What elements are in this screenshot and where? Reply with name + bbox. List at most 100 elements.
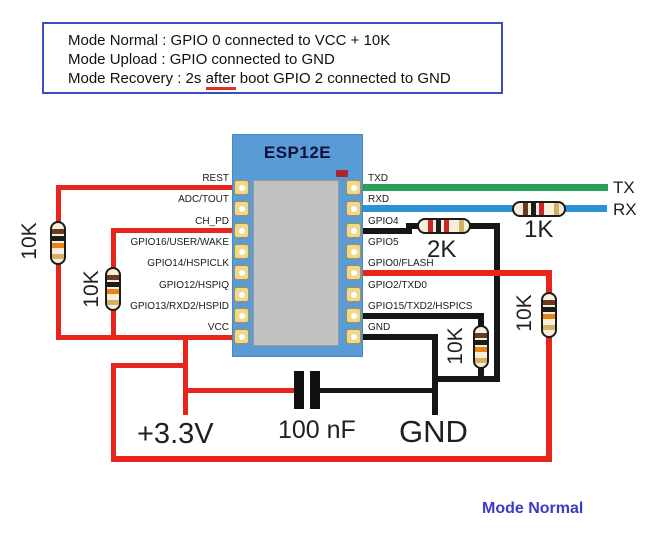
chip-pin <box>346 201 361 216</box>
chip-pin <box>346 244 361 259</box>
resistor-band <box>107 289 119 294</box>
resistor-10k-gpio0 <box>541 292 557 338</box>
wire-chpd <box>111 228 240 233</box>
wire-bottom-rail <box>111 456 552 462</box>
pin-label-rest: REST <box>202 173 229 184</box>
capacitor-plate-right <box>310 371 320 409</box>
resistor-band <box>543 325 555 330</box>
resistor-10k-gpio15-label: 10K <box>444 327 467 365</box>
note-line-2: Mode Upload : GPIO connected to GND <box>68 51 335 68</box>
pin-label-gpio15-txd2-hspics: GPIO15/TXD2/HSPICS <box>368 301 473 312</box>
chip-pin <box>346 180 361 195</box>
pin-label-txd: TXD <box>368 173 388 184</box>
resistor-band <box>436 220 441 232</box>
pin-label-rxd: RXD <box>368 194 390 205</box>
resistor-10k-gpio15 <box>473 325 489 369</box>
wire-gpio15-out <box>358 313 484 319</box>
resistor-band <box>543 300 555 305</box>
wire-vcc-drop <box>183 335 188 415</box>
note-line-1: Mode Normal : GPIO 0 connected to VCC + … <box>68 32 391 49</box>
resistor-band <box>444 220 449 232</box>
wire-txd <box>358 184 608 191</box>
note-line-3-suffix: boot GPIO 2 connected to GND <box>235 70 451 87</box>
mode-note-box: Mode Normal : GPIO 0 connected to VCC + … <box>42 22 503 94</box>
wire-2k-down <box>494 223 500 382</box>
resistor-band <box>475 347 487 352</box>
pin-label-ch-pd: CH_PD <box>195 216 229 227</box>
resistor-band <box>107 300 119 305</box>
pin-label-gpio2-txd0: GPIO2/TXD0 <box>368 280 427 291</box>
chip-pin <box>234 223 249 238</box>
pin-label-gpio4: GPIO4 <box>368 216 399 227</box>
resistor-band <box>107 282 119 287</box>
note-line-3-prefix: Mode Recovery : 2s <box>68 70 206 87</box>
chip-pin <box>346 329 361 344</box>
chip-pin <box>234 265 249 280</box>
resistor-band <box>475 333 487 338</box>
wire-rail-left-down <box>111 363 116 462</box>
note-line-3: Mode Recovery : 2s after boot GPIO 2 con… <box>68 69 501 90</box>
resistor-10k-chpd <box>105 267 121 311</box>
wire-rxd <box>358 205 607 212</box>
chip-pin <box>346 265 361 280</box>
wire-gpio0 <box>358 270 552 276</box>
ground-label: GND <box>399 414 468 449</box>
pin-label-gpio14-hspiclk: GPIO14/HSPICLK <box>147 258 229 269</box>
resistor-band <box>107 275 119 280</box>
resistor-10k-gpio0-label: 10K <box>513 294 536 332</box>
resistor-band <box>531 203 536 215</box>
resistor-1k-label: 1K <box>524 216 554 243</box>
chip-title: ESP12E <box>263 143 332 162</box>
resistor-band <box>554 203 559 215</box>
chip-pin <box>346 308 361 323</box>
chip-pin <box>234 329 249 344</box>
pin-label-gpio16-user-wake: GPIO16/USER/WAKE <box>130 237 229 248</box>
tx-label: TX <box>613 178 635 197</box>
chip-pin <box>234 244 249 259</box>
pin-label-gpio5: GPIO5 <box>368 237 399 248</box>
capacitor-label: 100 nF <box>278 416 356 444</box>
resistor-band <box>52 243 64 248</box>
chip-pin <box>346 287 361 302</box>
chip-pin <box>234 180 249 195</box>
pin-label-gpio13-rxd2-hspid: GPIO13/RXD2/HSPID <box>130 301 229 312</box>
wire-to-cap <box>183 388 298 393</box>
resistor-band <box>475 358 487 363</box>
wire-gpio0-down <box>546 271 552 462</box>
resistor-2k-label: 2K <box>427 236 457 263</box>
resistor-band <box>459 220 464 232</box>
resistor-band <box>52 236 64 241</box>
resistor-band <box>428 220 433 232</box>
wire-vcc <box>56 335 240 340</box>
resistor-band <box>543 307 555 312</box>
chip-pin <box>234 201 249 216</box>
resistor-1k <box>512 201 566 217</box>
esp12e-chip: ESP12E <box>232 134 363 357</box>
resistor-band <box>52 254 64 259</box>
wire-cap-to-gnd <box>320 388 438 393</box>
pin-label-gpio12-hspiq: GPIO12/HSPIQ <box>158 280 229 291</box>
rx-label: RX <box>613 200 637 219</box>
resistor-2k <box>417 218 471 234</box>
resistor-band <box>543 314 555 319</box>
resistor-band <box>475 340 487 345</box>
resistor-band <box>523 203 528 215</box>
wire-gnd-junction <box>432 376 500 382</box>
mode-status-label: Mode Normal <box>482 500 584 517</box>
note-line-3-underlined-word: after <box>205 70 236 90</box>
chip-shield <box>253 180 339 346</box>
resistor-band <box>52 229 64 234</box>
resistor-10k-chpd-label: 10K <box>80 270 103 308</box>
pin-label-gpio0-flash: GPIO0/FLASH <box>368 258 434 269</box>
wire-rest <box>56 185 240 190</box>
wire-gpio4-out <box>358 228 410 234</box>
chip-pin <box>234 308 249 323</box>
resistor-10k-rest-label: 10K <box>18 222 41 260</box>
wire-gnd-down <box>432 334 438 415</box>
led-indicator <box>336 170 348 177</box>
wire-rail-link <box>111 363 188 368</box>
resistor-10k-rest <box>50 221 66 265</box>
pin-label-vcc: VCC <box>207 322 229 333</box>
wire-gnd-pin-out <box>358 334 438 340</box>
